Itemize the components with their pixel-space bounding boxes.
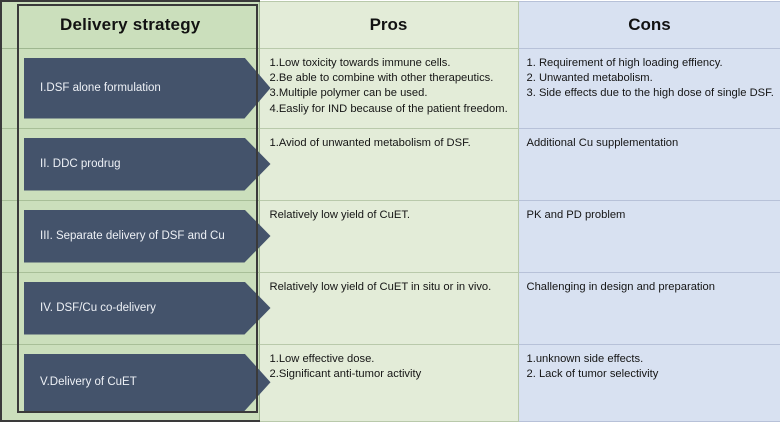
pros-cell: 1.Low effective dose. 2.Significant anti… [258,343,519,422]
strategy-arrow-shape: II. DDC prodrug [24,138,271,191]
strategy-label: IV. DSF/Cu co-delivery [40,302,156,314]
table-row: IV. DSF/Cu co-delivery Relatively low yi… [0,271,780,345]
cons-cell: Challenging in design and preparation [517,271,780,345]
cons-text: PK and PD problem [526,208,626,221]
strategy-label: I.DSF alone formulation [40,82,161,94]
pros-cell: Relatively low yield of CuET in situ or … [258,271,519,345]
column-header-strategy: Delivery strategy [0,0,260,49]
strategy-cell: I.DSF alone formulation [0,47,259,129]
cons-cell: PK and PD problem [517,199,780,273]
table-row: III. Separate delivery of DSF and Cu Rel… [0,199,780,273]
pros-text: Relatively low yield of CuET in situ or … [269,280,492,293]
cons-text: 1.unknown side effects. 2. Lack of tumor… [526,352,659,380]
cons-text: Challenging in design and preparation [526,280,715,293]
cons-text: 1. Requirement of high loading effiency.… [526,56,774,100]
strategy-label: II. DDC prodrug [40,158,121,170]
column-header-cons: Cons [517,0,780,49]
cons-cell: 1. Requirement of high loading effiency.… [517,47,780,129]
strategy-cell: II. DDC prodrug [0,127,259,201]
strategy-cell: III. Separate delivery of DSF and Cu [0,199,259,273]
pros-text: 1.Aviod of unwanted metabolism of DSF. [269,136,471,149]
strategy-arrow-shape: V.Delivery of CuET [24,354,271,412]
table-row: I.DSF alone formulation 1.Low toxicity t… [0,47,780,129]
strategy-label: III. Separate delivery of DSF and Cu [40,230,225,242]
cons-cell: Additional Cu supplementation [517,127,780,201]
cons-cell: 1.unknown side effects. 2. Lack of tumor… [517,343,780,422]
strategy-arrow-shape: III. Separate delivery of DSF and Cu [24,210,271,263]
pros-text: 1.Low effective dose. 2.Significant anti… [269,352,422,380]
table-row: V.Delivery of CuET 1.Low effective dose.… [0,343,780,422]
table-row: II. DDC prodrug 1.Aviod of unwanted meta… [0,127,780,201]
pros-cell: 1.Aviod of unwanted metabolism of DSF. [258,127,519,201]
strategy-label: V.Delivery of CuET [40,376,137,389]
pros-text: 1.Low toxicity towards immune cells. 2.B… [269,56,508,115]
column-header-pros: Pros [258,0,519,49]
strategy-cell: IV. DSF/Cu co-delivery [0,271,259,345]
pros-cell: Relatively low yield of CuET. [258,199,519,273]
strategy-arrow-shape: I.DSF alone formulation [24,58,271,119]
pros-text: Relatively low yield of CuET. [269,208,411,221]
strategy-arrow-shape: IV. DSF/Cu co-delivery [24,282,271,335]
table-header-row: Delivery strategy Pros Cons [0,0,780,49]
cons-text: Additional Cu supplementation [526,136,679,149]
strategy-cell: V.Delivery of CuET [0,343,259,422]
pros-cell: 1.Low toxicity towards immune cells. 2.B… [258,47,519,129]
